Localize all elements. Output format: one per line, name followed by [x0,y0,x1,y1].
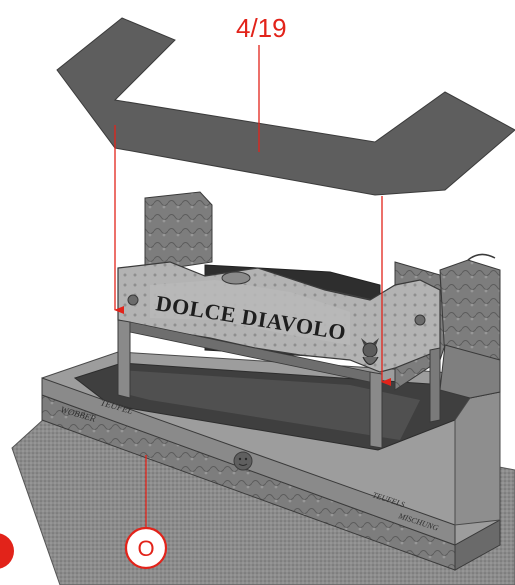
back-left-panel [145,192,212,272]
leg-front-right [370,372,382,448]
sign-emblem-icon [222,272,250,284]
edge-marker-icon [0,533,14,569]
part-label: 4/19 [236,13,287,43]
leg-front-left [118,320,130,398]
roof-panel-part [57,18,515,195]
mural-face-icon [234,452,252,470]
leg-back-right [430,348,440,422]
base-label: O [137,536,154,561]
